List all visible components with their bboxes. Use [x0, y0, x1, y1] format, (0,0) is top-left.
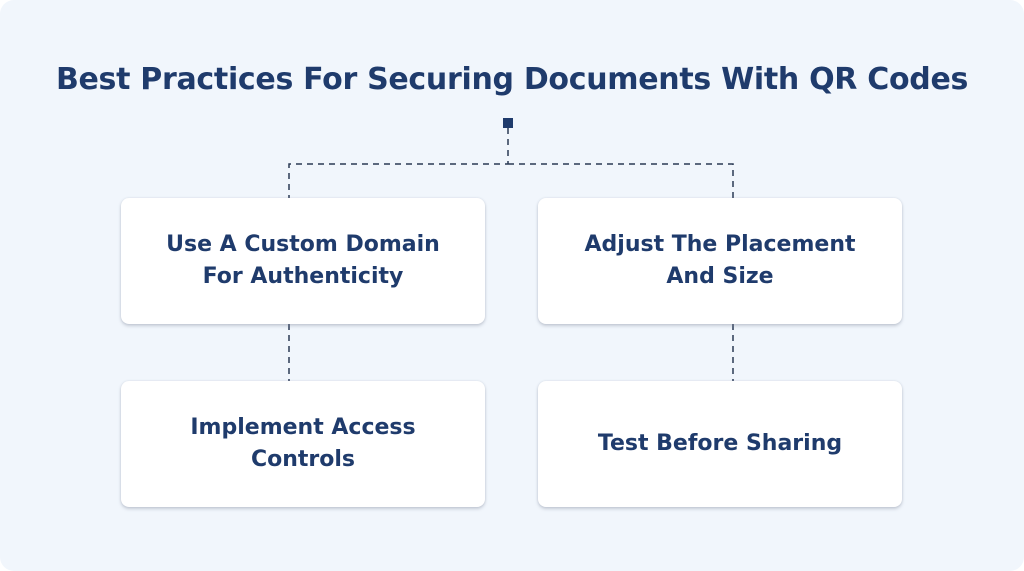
practice-box-access-controls: Implement Access Controls [121, 381, 485, 507]
practice-label: Test Before Sharing [597, 431, 843, 456]
practice-label: Use A Custom Domain For Authenticity [166, 232, 440, 289]
practice-box-placement-size: Adjust The Placement And Size [538, 198, 902, 324]
practice-label: Adjust The Placement And Size [584, 232, 856, 289]
practice-box-test-before-sharing: Test Before Sharing [538, 381, 902, 507]
diagram-title: Best Practices For Securing Documents Wi… [55, 62, 969, 97]
connector-root [288, 128, 734, 198]
root-node-marker [503, 118, 513, 128]
practice-label: Implement Access Controls [190, 415, 416, 472]
practice-box-custom-domain: Use A Custom Domain For Authenticity [121, 198, 485, 324]
